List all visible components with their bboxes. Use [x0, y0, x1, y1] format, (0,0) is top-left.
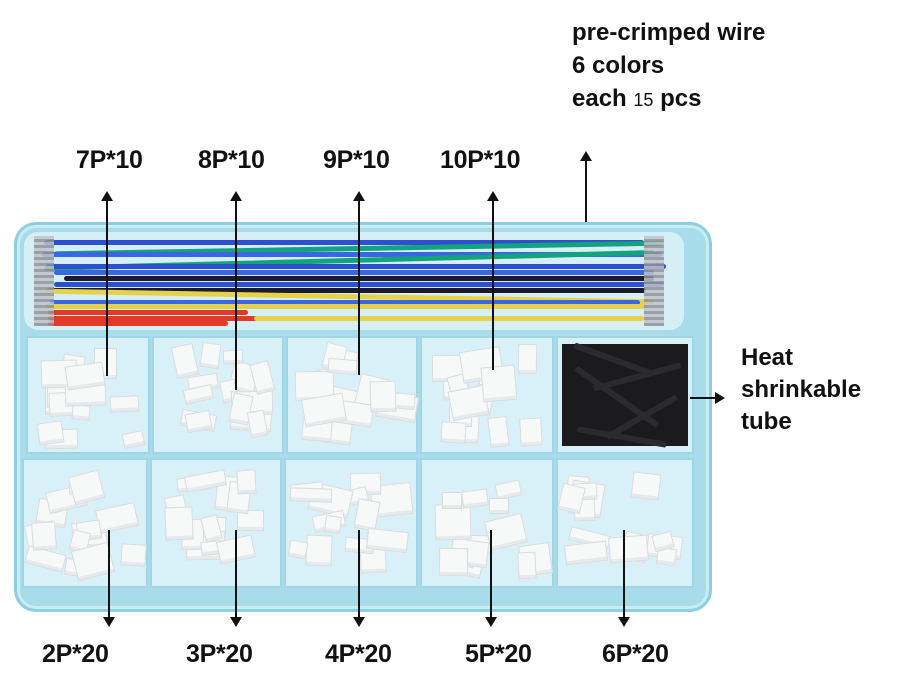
connector-housing — [109, 395, 140, 413]
arrow-down-6p-icon — [618, 530, 630, 627]
connector-housing — [236, 469, 257, 495]
label-5p: 5P*20 — [465, 640, 532, 668]
heat-note-line3: tube — [741, 408, 792, 435]
connector-housing — [480, 364, 519, 403]
connector-housing — [199, 341, 222, 369]
connector-housing — [327, 357, 359, 376]
connector-housing — [323, 515, 343, 534]
wire-note-line3: each 15 pcs — [572, 85, 702, 112]
compartment-heat-shrink — [556, 336, 694, 454]
wire-note-line2: 6 colors — [572, 52, 665, 79]
arrow-up-9p-icon — [353, 191, 365, 375]
connector-housing — [517, 344, 538, 375]
heat-note-line1: Heat — [741, 344, 794, 371]
arrow-up-10p-icon — [487, 191, 499, 370]
connector-housing — [305, 534, 333, 567]
wire-note: pre-crimped wire 6 colors each 15 pcs — [572, 16, 765, 117]
label-2p: 2P*20 — [42, 640, 109, 668]
label-9p: 9P*10 — [323, 146, 390, 174]
label-7p: 7P*10 — [76, 146, 143, 174]
heat-note-line2: shrinkable — [741, 376, 862, 403]
connector-housing — [164, 506, 194, 541]
arrow-down-4p-icon — [353, 530, 365, 627]
connector-housing — [440, 421, 467, 444]
wire-note-arrow-icon — [580, 151, 592, 252]
connector-housing — [518, 417, 543, 447]
arrow-up-8p-icon — [230, 191, 242, 390]
connector-housing — [442, 492, 463, 510]
arrow-up-7p-icon — [101, 191, 113, 376]
connector-housing — [71, 404, 91, 422]
connector-housing — [488, 498, 509, 515]
connector-housing — [630, 471, 662, 501]
arrow-down-2p-icon — [103, 530, 115, 627]
connector-housing — [36, 420, 65, 446]
heat-note-arrow-icon — [690, 392, 725, 404]
connector-housing — [517, 552, 537, 581]
connector-housing — [607, 534, 650, 564]
wire-note-line1: pre-crimped wire — [572, 19, 766, 46]
label-8p: 8P*10 — [198, 146, 265, 174]
connector-housing — [222, 349, 244, 365]
connector-housing — [438, 547, 469, 576]
connector-housing — [365, 528, 409, 553]
connector-housing — [120, 543, 147, 567]
heat-note: Heat shrinkable tube — [741, 342, 861, 438]
label-6p: 6P*20 — [602, 640, 669, 668]
arrow-down-5p-icon — [485, 530, 497, 627]
connector-housing — [369, 380, 397, 412]
connector-housing — [460, 488, 489, 509]
connector-housing — [31, 521, 58, 551]
label-4p: 4P*20 — [325, 640, 392, 668]
heat-shrink-tubes — [562, 342, 688, 448]
connector-housing — [287, 539, 310, 560]
connector-housing — [289, 487, 333, 503]
label-3p: 3P*20 — [186, 640, 253, 668]
wire-compartment — [24, 232, 684, 330]
connector-housing — [487, 416, 511, 449]
label-10p: 10P*10 — [440, 146, 521, 174]
arrow-down-3p-icon — [230, 530, 242, 627]
